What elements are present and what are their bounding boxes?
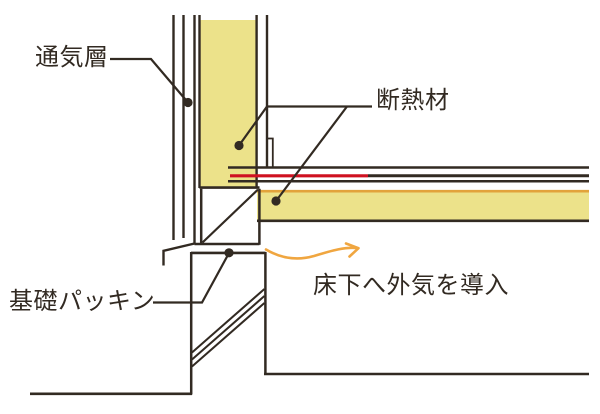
hatch-line xyxy=(191,302,266,368)
wall-insulation-fill xyxy=(200,20,256,187)
hatch-line xyxy=(191,288,266,354)
sill-section-diagonal xyxy=(201,188,259,244)
flashing-profile xyxy=(162,242,195,266)
leader-dot xyxy=(271,196,281,206)
airflow-arrow xyxy=(264,242,360,260)
ventilation-layer-label: 通気層 xyxy=(35,44,109,71)
arrowhead-icon xyxy=(344,242,360,258)
baseboard-trim xyxy=(267,137,274,167)
leader-dot xyxy=(224,248,234,258)
insulation-label: 断熱材 xyxy=(376,87,450,114)
hatch-line xyxy=(191,295,266,361)
ventilation-layer-leader xyxy=(110,57,193,108)
foundation-packing-label: 基礎パッキン xyxy=(9,288,155,315)
insulation-leader xyxy=(234,105,372,206)
leader-dot xyxy=(183,97,193,108)
foundation-packing-leader xyxy=(153,248,234,304)
foundation-break-hatch xyxy=(191,288,266,368)
leader-dot xyxy=(234,140,244,151)
airflow-note-label: 床下へ外気を導入 xyxy=(313,272,509,299)
floor-insulation-fill xyxy=(257,192,589,220)
